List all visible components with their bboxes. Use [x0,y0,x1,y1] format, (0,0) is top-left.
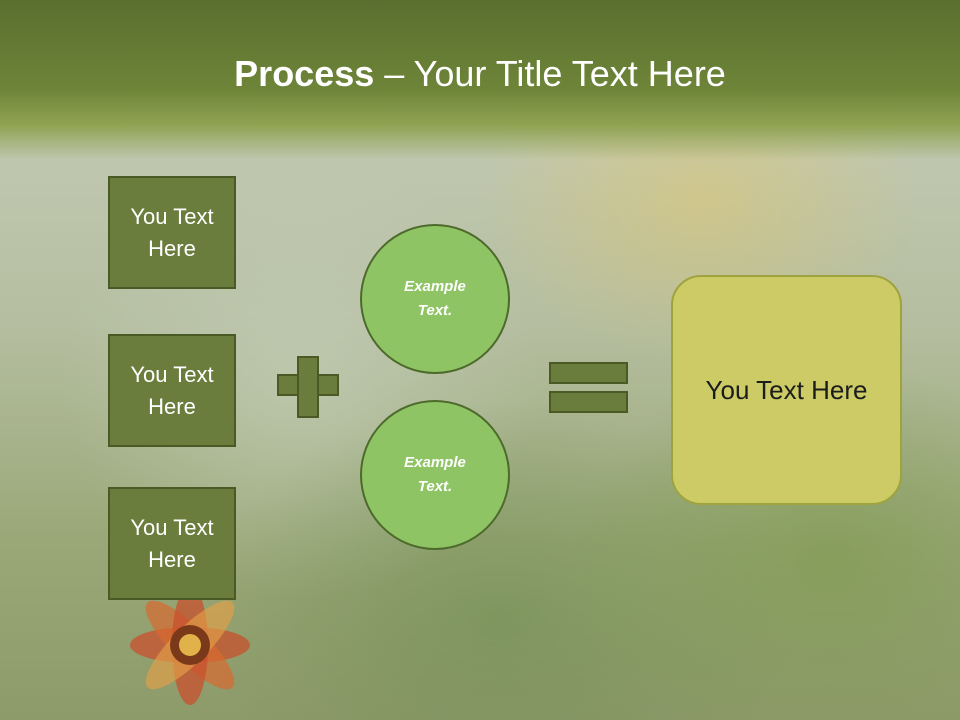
result-box-label: You Text Here [705,375,868,405]
result-box[interactable]: You Text Here [671,275,902,505]
input-box-1[interactable]: You Text Here [108,176,236,289]
example-circle-2[interactable]: Example Text. [360,400,510,550]
input-box-3[interactable]: You Text Here [108,487,236,600]
input-box-2-label: You Text Here [130,361,214,419]
input-box-2[interactable]: You Text Here [108,334,236,447]
slide-title: Process – Your Title Text Here [0,52,960,96]
input-box-1-label: You Text Here [130,203,214,261]
example-circle-1[interactable]: Example Text. [360,224,510,374]
equals-icon-top-bar [549,362,628,384]
example-circle-2-label: Example Text. [404,454,466,495]
equals-icon-bottom-bar [549,391,628,413]
plus-icon-center [299,376,317,394]
input-box-3-label: You Text Here [130,514,214,572]
flower-photo-decoration [130,585,250,705]
title-bold-part: Process [234,53,375,94]
example-circle-1-label: Example Text. [404,278,466,319]
title-rest-part: – Your Title Text Here [374,53,726,94]
title-band [0,0,960,160]
